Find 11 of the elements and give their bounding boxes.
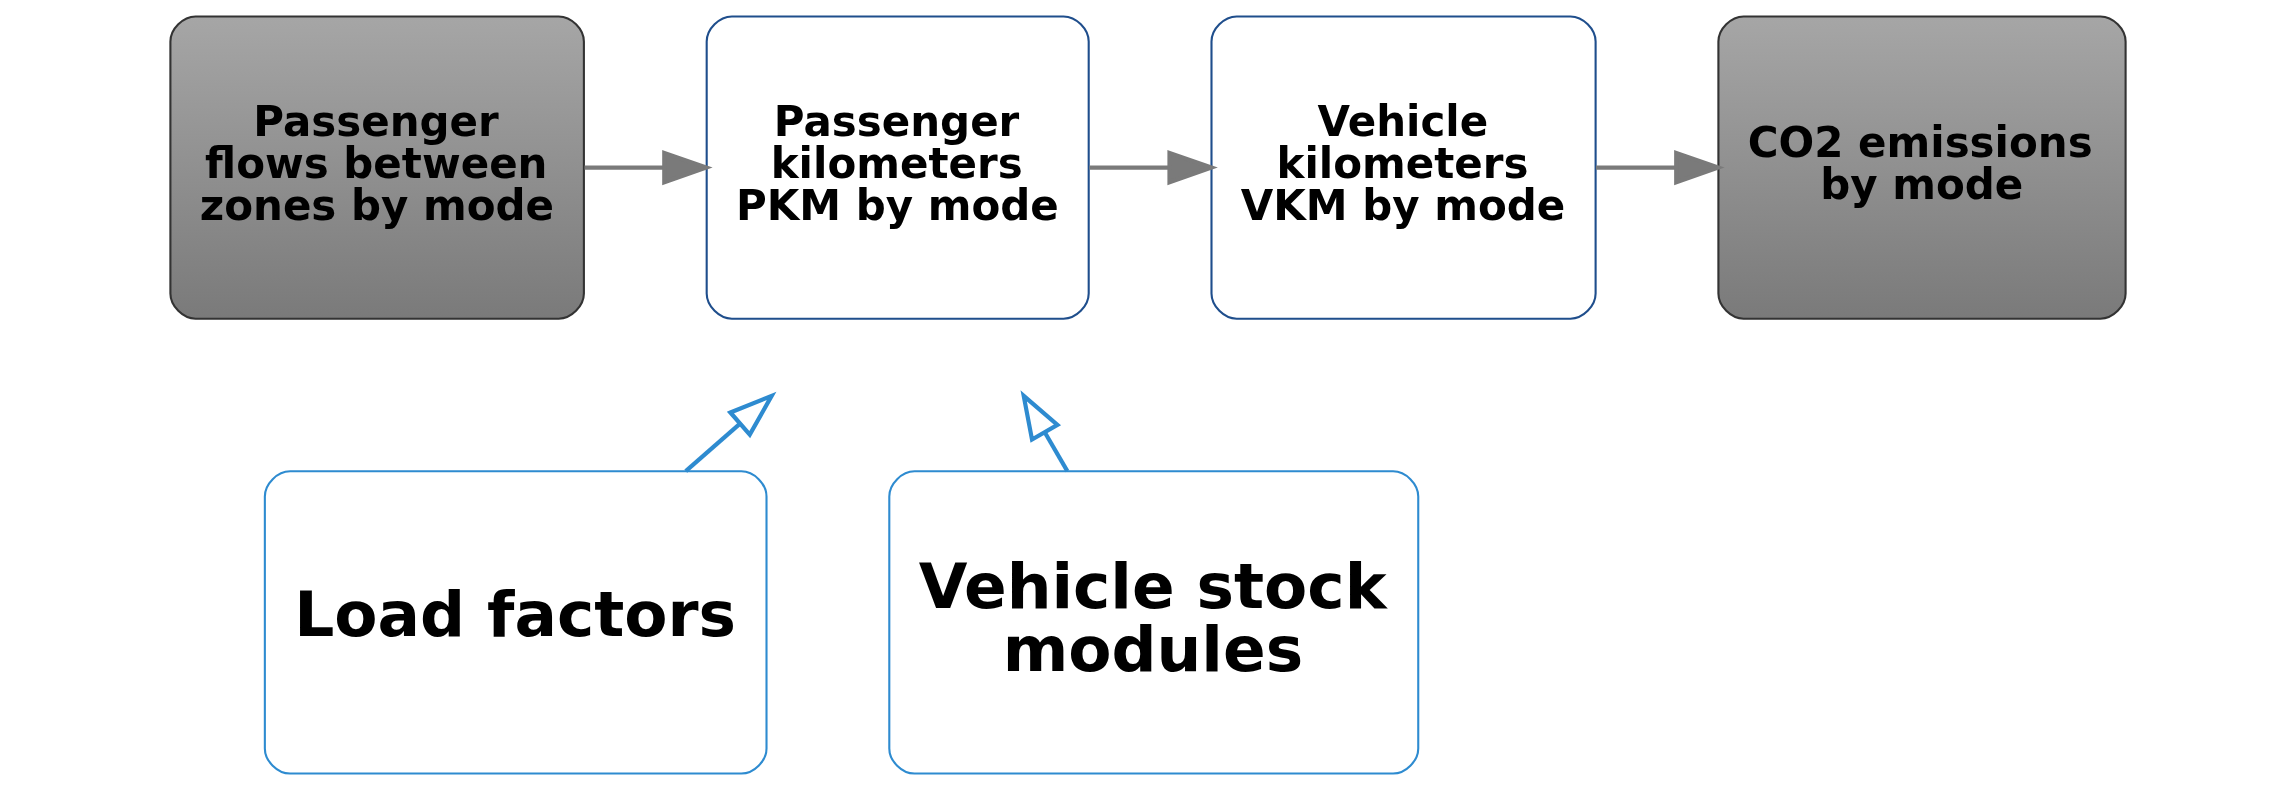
node-box: Vehicle kilometers VKM by mode xyxy=(1209,15,1597,320)
node-box: Passenger kilometers PKM by mode xyxy=(705,15,1090,320)
arrow xyxy=(1020,390,1069,473)
node-box: Passenger flows between zones by mode xyxy=(168,15,585,320)
arrow xyxy=(1088,149,1218,186)
node-box: CO2 emissions by mode xyxy=(1716,15,2127,320)
node-box: Load factors xyxy=(263,470,768,775)
arrow xyxy=(683,391,776,473)
arrow xyxy=(1595,149,1725,186)
arrow xyxy=(584,149,713,186)
node-box: Vehicle stock modules xyxy=(887,470,1419,775)
